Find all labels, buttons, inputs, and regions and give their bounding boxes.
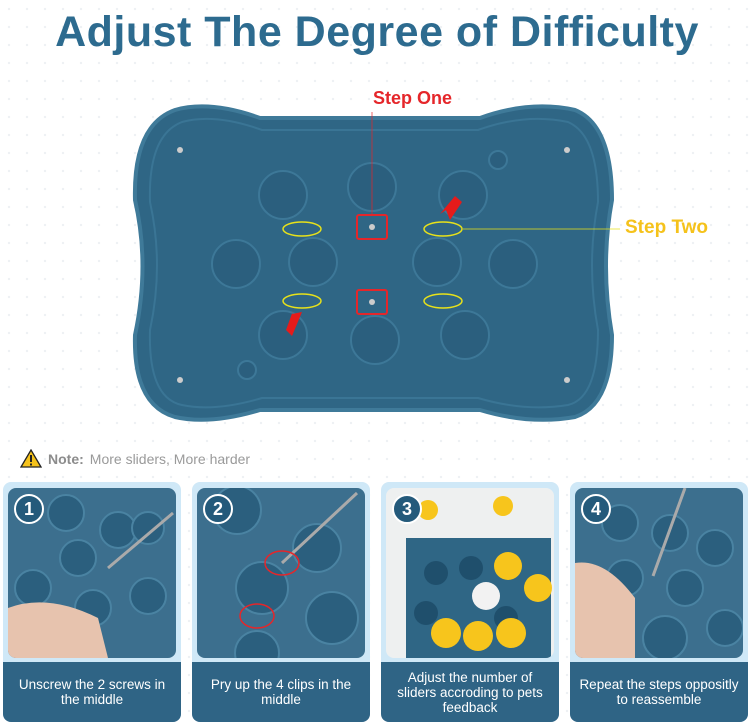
page-title: Adjust The Degree of Difficulty xyxy=(55,8,699,56)
step-one-label: Step One xyxy=(373,88,453,108)
step-card-2: 2 Pry up the 4 clips in the middle xyxy=(192,482,370,722)
step-3-photo: 3 xyxy=(386,488,554,658)
warning-icon xyxy=(20,449,42,468)
step-card-3: 3 Adjust the number of sliders accroding… xyxy=(381,482,559,722)
step-number: 4 xyxy=(581,494,611,524)
step-two-label: Step Two xyxy=(625,217,709,238)
step-card-4: 4 Repeat the steps oppositly to reassemb… xyxy=(570,482,748,722)
step-4-photo: 4 xyxy=(575,488,743,658)
step-number: 3 xyxy=(392,494,422,524)
step-caption: Adjust the number of sliders accroding t… xyxy=(381,662,559,722)
step-number: 2 xyxy=(203,494,233,524)
note-label: Note: xyxy=(48,450,84,467)
step-caption: Pry up the 4 clips in the middle xyxy=(192,662,370,722)
step-1-photo: 1 xyxy=(8,488,176,658)
step-caption: Repeat the steps oppositly to reassemble xyxy=(570,662,748,722)
step-number: 1 xyxy=(14,494,44,524)
step-caption: Unscrew the 2 screws in the middle xyxy=(3,662,181,722)
step-2-photo: 2 xyxy=(197,488,365,658)
step-card-1: 1 Unscrew the 2 screws in the middle xyxy=(3,482,181,722)
note: Note: More sliders, More harder xyxy=(20,449,250,468)
puzzle-board-image xyxy=(132,104,620,422)
note-text: More sliders, More harder xyxy=(89,450,251,467)
